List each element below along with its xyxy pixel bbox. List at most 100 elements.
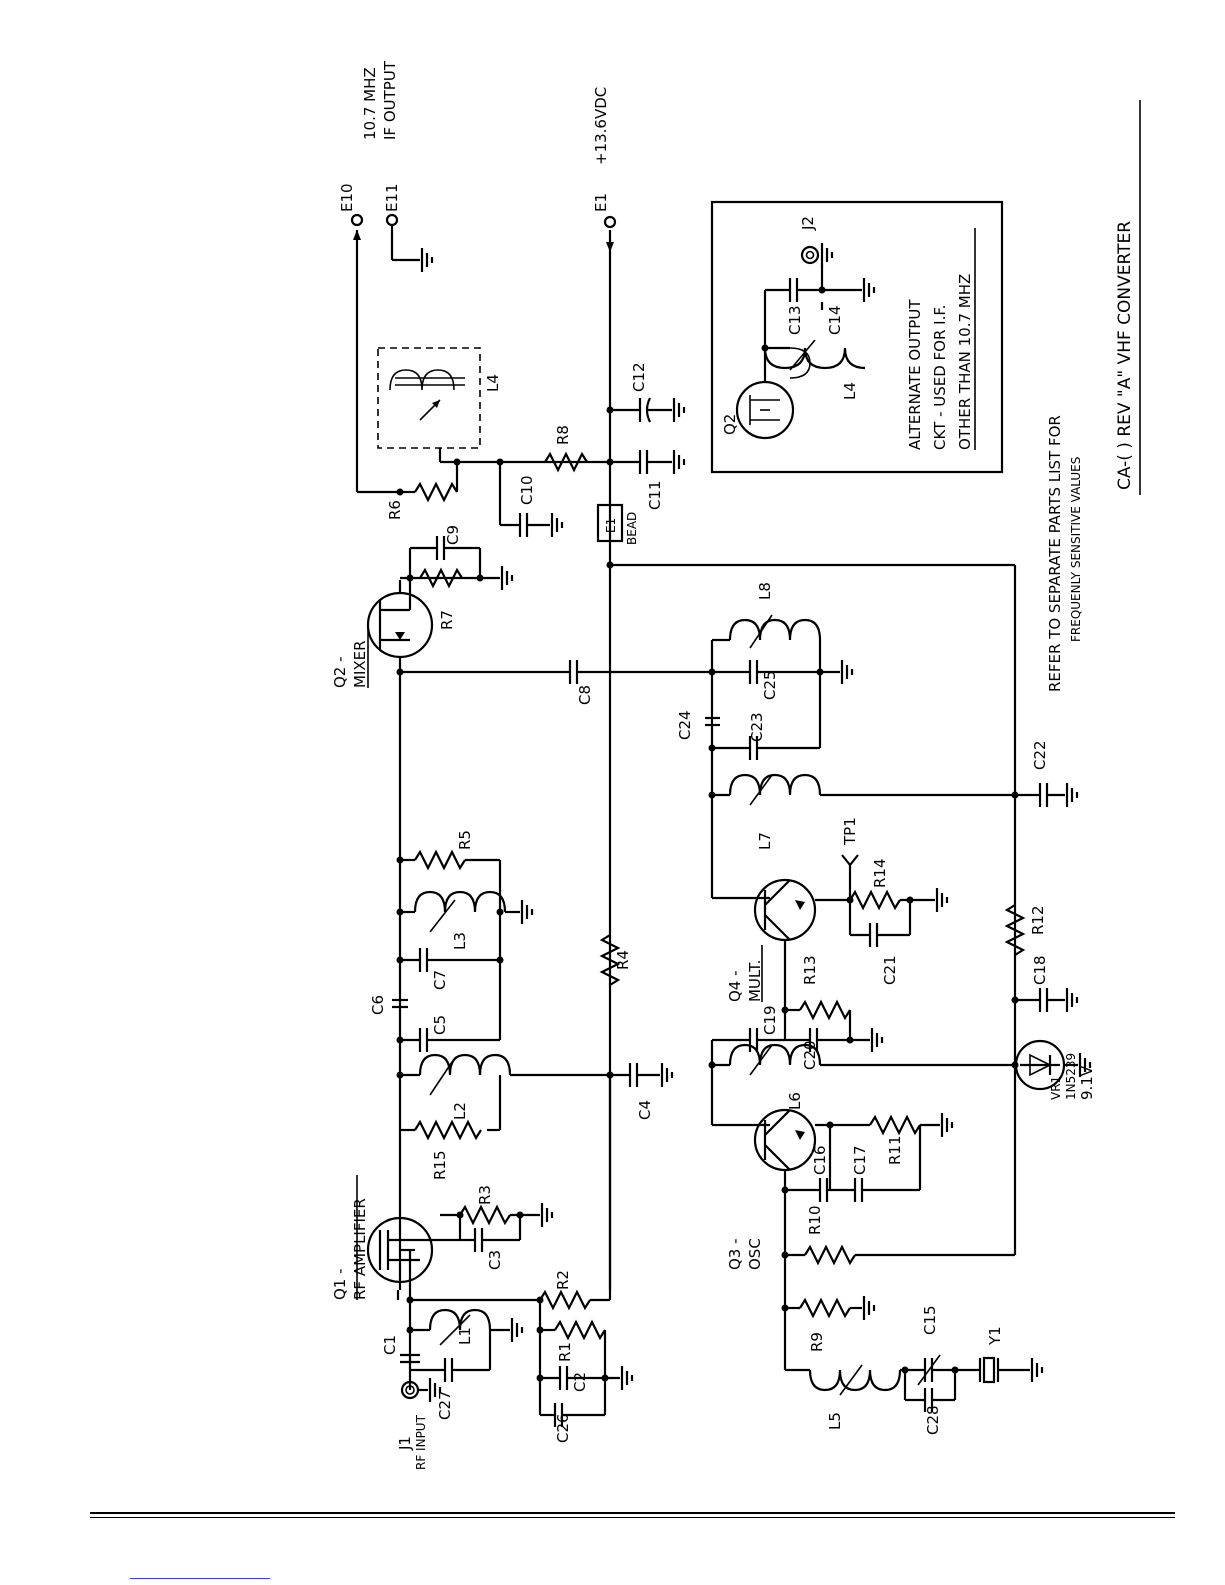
- e1-terminal: E1 +13.6VDC: [592, 87, 617, 252]
- r11-label: R11: [886, 1135, 904, 1165]
- l7-inductor: L7: [712, 773, 1015, 850]
- tp1-label: TP1: [841, 817, 859, 846]
- e10-terminal: E10: [338, 183, 364, 240]
- c11-label: C11: [646, 480, 664, 510]
- q2-label-line1: Q2 -: [331, 656, 349, 688]
- r4-label: R4: [614, 950, 632, 970]
- c1-label: C1: [381, 1335, 399, 1355]
- alternate-output-inset: Q2 C13 C14 L4 J2 ALTERNATE OUTPUT CKT - …: [710, 200, 1004, 474]
- r4-resistor: R4: [599, 934, 632, 986]
- q3-label-line1: Q3 -: [726, 1238, 744, 1270]
- l7-label: L7: [756, 832, 774, 850]
- c8-capacitor: C8: [400, 660, 712, 705]
- r15-l2-drain: L2 R15: [396, 1053, 610, 1180]
- interstage-network: C6 C5 C7 L3 R5: [369, 830, 534, 1052]
- if-output-line1: 10.7 MHZ: [361, 67, 379, 140]
- c23-label: C23: [748, 712, 766, 742]
- vr1-voltage: 9.1V: [1078, 1065, 1096, 1100]
- q1-label-line1: Q1 -: [331, 1268, 349, 1300]
- inset-line1: ALTERNATE OUTPUT: [906, 299, 924, 450]
- e10-label: E10: [338, 183, 356, 212]
- vr1-zener: VR1 1N5239 9.1V: [1014, 1039, 1096, 1100]
- c28-label: C28: [924, 1405, 942, 1435]
- q4-label-line2: MULT.: [746, 960, 764, 1002]
- c22-capacitor: C22: [1011, 740, 1079, 809]
- bead-label: BEAD: [625, 512, 639, 545]
- vr1-part: 1N5239: [1064, 1053, 1078, 1100]
- c26-label: C26: [554, 1413, 572, 1443]
- c24-label: C24: [676, 710, 694, 740]
- inset-c14-label: C14: [826, 305, 844, 335]
- r13-c19-c20-base: R13 C19 C20: [712, 940, 884, 1070]
- c10-label: C10: [518, 475, 536, 505]
- r15-label: R15: [431, 1150, 449, 1180]
- l2-label: L2: [451, 1102, 469, 1120]
- c6-label: C6: [369, 995, 387, 1015]
- l6-label: L6: [786, 1092, 804, 1110]
- r14-label: R14: [871, 858, 889, 888]
- q3-oscillator-transistor: Q3 - OSC: [712, 1108, 870, 1270]
- c10-capacitor: C10: [498, 462, 564, 539]
- y1-crystal: Y1: [955, 1326, 1044, 1384]
- r9-resistor: R9: [781, 1255, 876, 1352]
- inset-j2-label: J2: [799, 216, 817, 231]
- r14-c21-emitter: R14 C21 TP1: [841, 817, 949, 985]
- inset-line3: OTHER THAN 10.7 MHZ: [956, 274, 974, 450]
- c21-label: C21: [881, 955, 899, 985]
- r6-resistor: R6: [386, 462, 459, 520]
- c25-label: C25: [761, 670, 779, 700]
- l5-inductor: L5: [783, 1308, 905, 1430]
- y1-label: Y1: [986, 1326, 1004, 1346]
- c2-label: C2: [571, 1372, 589, 1392]
- r6-label: R6: [386, 500, 404, 520]
- c18-label: C18: [1031, 955, 1049, 985]
- c15-label: C15: [921, 1305, 939, 1335]
- e11-terminal: E11: [383, 183, 434, 274]
- l6-inductor: L6: [708, 1040, 1019, 1125]
- l5-label: L5: [826, 1412, 844, 1430]
- diagram-title: CA-( ) REV "A" VHF CONVERTER: [1115, 221, 1135, 490]
- q2-label-line2: MIXER: [351, 640, 369, 688]
- q4-label-line1: Q4 -: [726, 970, 744, 1002]
- input-network: C1 C27 L1 R1 C2 C26 R2 J1 RF INPUT: [381, 1075, 634, 1470]
- q1-label-line2: RF AMPLIFIER: [351, 1198, 369, 1300]
- vr1-label: VR1: [1049, 1076, 1063, 1100]
- q1-rf-amplifier-fet: Q1 - RF AMPLIFIER: [331, 1198, 460, 1300]
- l3-label: L3: [451, 932, 469, 950]
- r7-resistor: R7: [419, 567, 463, 630]
- r7-label: R7: [438, 610, 456, 630]
- e1-label: E1: [592, 193, 610, 212]
- supply-label: +13.6VDC: [592, 87, 610, 165]
- l4-transformer: L4: [377, 347, 502, 449]
- parts-note-line1: REFER TO SEPARATE PARTS LIST FOR: [1046, 415, 1064, 692]
- footer-rule: [90, 1512, 1175, 1514]
- r8-resistor: R8: [544, 425, 588, 473]
- e1-bead: E1 BEAD: [596, 503, 639, 545]
- e11-label: E11: [383, 183, 401, 212]
- c5-label: C5: [431, 1015, 449, 1035]
- c12-label: C12: [630, 362, 648, 392]
- r3-c3-source: R3 C3: [440, 1185, 554, 1270]
- r2-label: R2: [554, 1270, 572, 1290]
- c9-label: C9: [444, 525, 462, 545]
- parts-note-line2: FREQUENLY SENSITIVE VALUES: [1069, 457, 1083, 642]
- inset-l4-label: L4: [841, 382, 859, 400]
- c16-label: C16: [811, 1145, 829, 1175]
- q4-multiplier-transistor: Q4 - MULT.: [710, 795, 850, 1002]
- r3-label: R3: [476, 1185, 494, 1205]
- r13-label: R13: [801, 955, 819, 985]
- l4-label: L4: [484, 374, 502, 392]
- r8-label: R8: [554, 425, 572, 445]
- j1-label: J1: [396, 1436, 414, 1451]
- c18-capacitor: C18: [1011, 955, 1079, 1014]
- r10-label: R10: [806, 1205, 824, 1235]
- c17-label: C17: [851, 1145, 869, 1175]
- r12-label: R12: [1029, 905, 1047, 935]
- q3-label-line2: OSC: [746, 1238, 764, 1270]
- r1-label: R1: [556, 1342, 574, 1362]
- l1-label: L1: [456, 1327, 474, 1345]
- c11-capacitor: C11: [610, 448, 686, 510]
- e1-bead-label: E1: [604, 518, 618, 533]
- c19-label: C19: [761, 1005, 779, 1035]
